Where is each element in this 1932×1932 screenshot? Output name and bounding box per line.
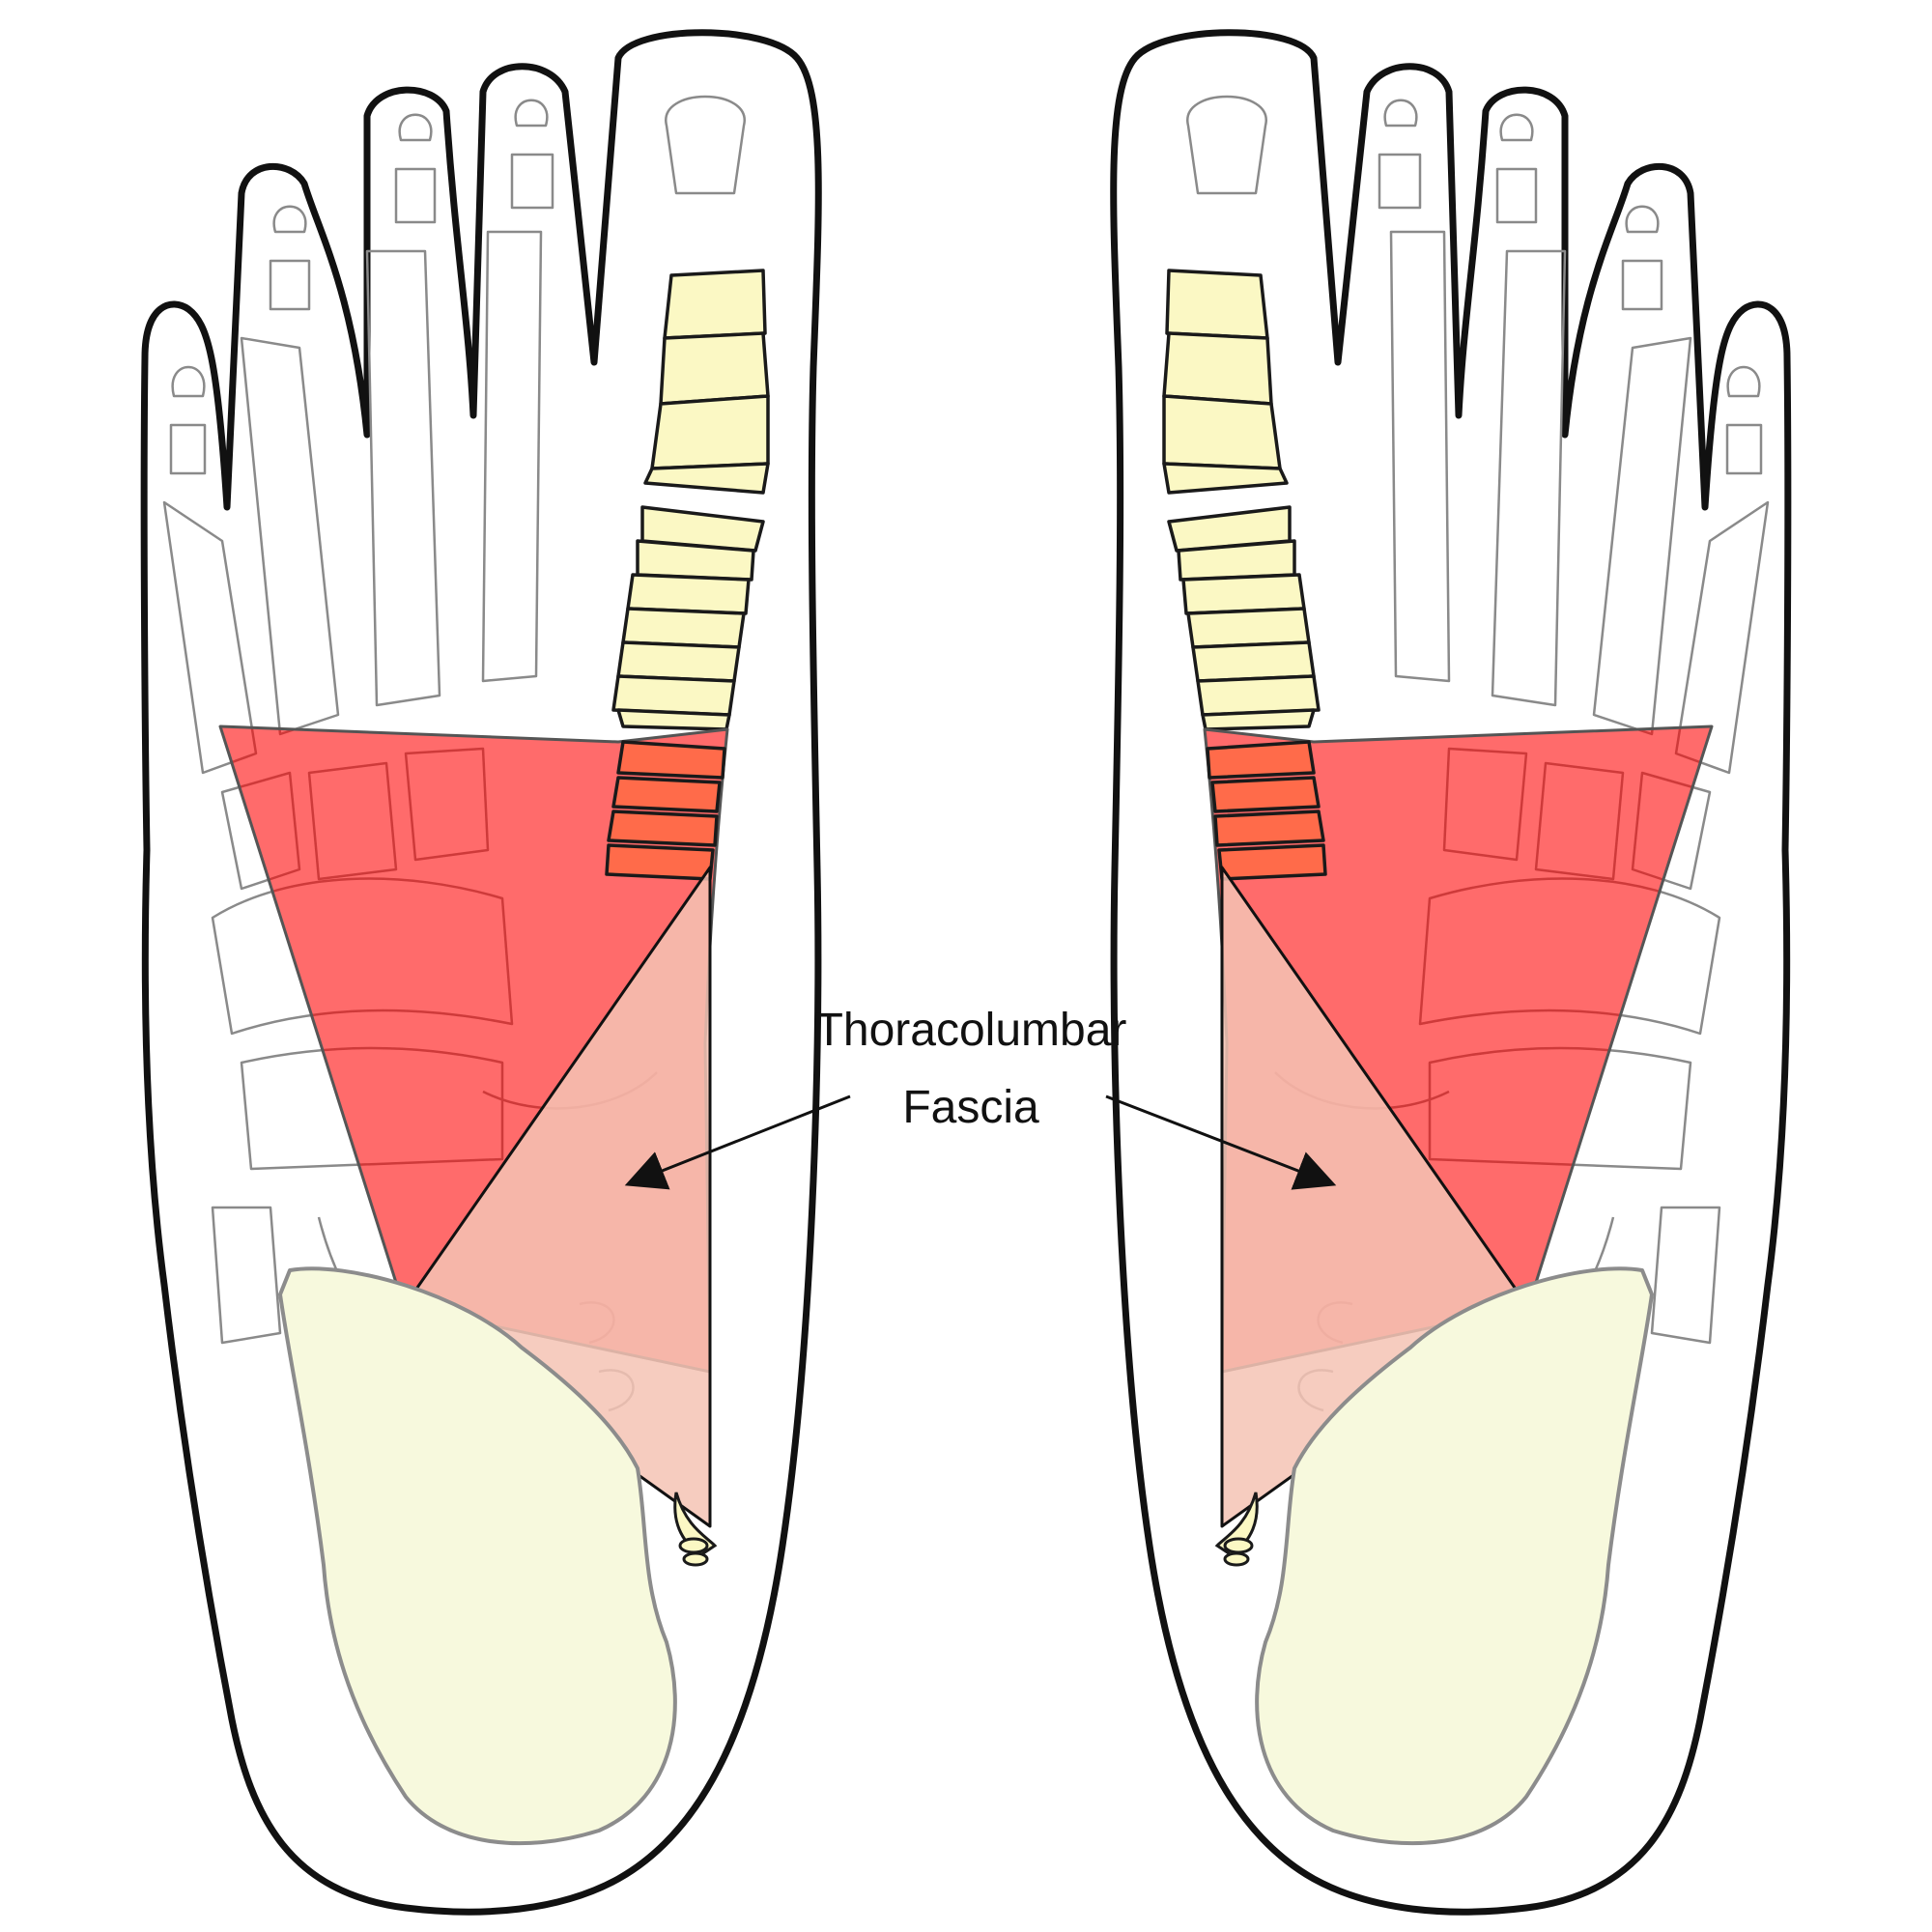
right-spine xyxy=(1162,269,1321,731)
fascia-annotation: Thoracolumbar Fascia xyxy=(624,1005,1337,1190)
right-tailbone xyxy=(1214,1492,1259,1567)
right-lumbar-vertebrae xyxy=(1206,740,1327,881)
left-spine xyxy=(611,269,770,731)
fascia-label-line2: Fascia xyxy=(902,1082,1039,1133)
right-heel-pad xyxy=(1255,1266,1654,1846)
left-pointer-arrow xyxy=(624,1094,851,1190)
right-foot xyxy=(1110,29,1792,1916)
fascia-label-line1: Thoracolumbar xyxy=(815,1005,1127,1056)
left-foot xyxy=(140,29,822,1916)
right-pointer-arrow xyxy=(1105,1094,1337,1190)
left-lumbar-vertebrae xyxy=(605,740,726,881)
left-heel-pad xyxy=(278,1266,677,1846)
left-tailbone xyxy=(673,1492,718,1567)
